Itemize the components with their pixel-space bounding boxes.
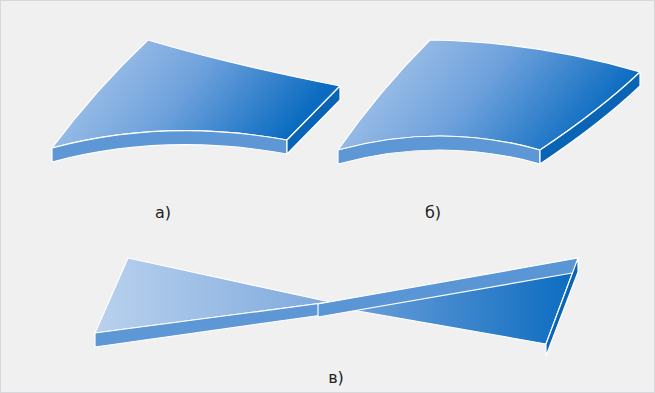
figure-label: б) [425,203,441,222]
plate-double-curvature [338,40,640,164]
plate-single-curvature [52,40,340,162]
twisted-strip [95,258,578,356]
figure-label: а) [155,203,171,222]
figure-label: в) [328,368,344,387]
